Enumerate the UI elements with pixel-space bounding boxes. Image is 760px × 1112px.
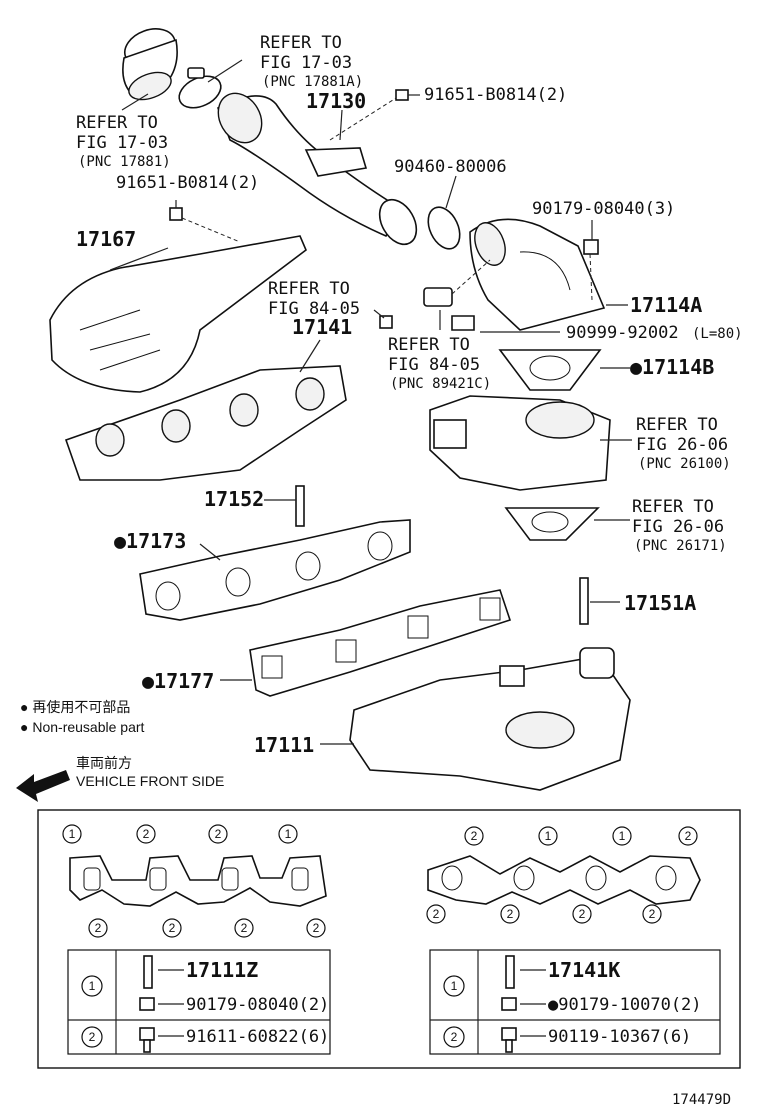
table-part-91611-60822: 91611-60822(6) xyxy=(186,1027,329,1047)
callout-number: 2 xyxy=(471,829,478,843)
table-part-17111z: 17111Z xyxy=(186,958,258,982)
part-label-17177: ●17177 xyxy=(142,669,214,693)
bolt-91651-top xyxy=(395,89,420,101)
gasket-17114b xyxy=(498,349,602,391)
part-label-90460: 90460-80006 xyxy=(394,157,507,177)
part-label-17141: 17141 xyxy=(292,315,352,339)
refer-fig-84-05-b-line3: (PNC 89421C) xyxy=(390,376,491,392)
callout-number: 2 xyxy=(507,907,514,921)
refer-fig-26-06-b-line1: REFER TO xyxy=(632,497,714,517)
throttle-body-26100 xyxy=(429,395,611,491)
refer-fig-84-05-a-line2: FIG 84-05 xyxy=(268,299,360,319)
table-row-number: 2 xyxy=(451,1030,458,1044)
callout-number: 2 xyxy=(143,827,150,841)
exhaust-gasket-17173 xyxy=(139,519,411,621)
vehicle-front-english: VEHICLE FRONT SIDE xyxy=(76,773,224,789)
refer-fig-84-05-b-line1: REFER TO xyxy=(388,335,470,355)
refer-fig-17-03-top-line3: (PNC 17881A) xyxy=(262,74,363,90)
table-part-90179-10070: ●90179-10070(2) xyxy=(548,995,702,1015)
part-label-17114a: 17114A xyxy=(630,293,702,317)
vehicle-front-japanese: 車両前方 xyxy=(76,755,132,771)
left-fastener-table: 1 2 17111Z 90179-08040(2) 91611-60822(6) xyxy=(67,949,331,1055)
table-part-90179-08040: 90179-08040(2) xyxy=(186,995,329,1015)
part-label-17173: ●17173 xyxy=(114,529,186,553)
left-callouts-bottom: 2 2 2 2 xyxy=(88,918,326,938)
table-row-number: 1 xyxy=(451,979,458,993)
callout-number: 2 xyxy=(649,907,656,921)
nut-90179-08040 xyxy=(583,239,599,255)
right-fastener-table: 1 2 17141K ●90179-10070(2) 90119-10367(6… xyxy=(429,949,721,1055)
right-callouts-bottom: 2 2 2 2 xyxy=(426,904,662,924)
part-label-17111: 17111 xyxy=(254,733,314,757)
hose-clamp-90460 xyxy=(427,206,461,250)
left-gasket-outline xyxy=(69,855,327,907)
table-row-number: 1 xyxy=(89,979,96,993)
part-label-90999-note: (L=80) xyxy=(692,326,743,342)
air-hose-17881 xyxy=(122,28,178,101)
part-label-17114b: ●17114B xyxy=(630,355,714,379)
intake-pipe-17130 xyxy=(217,92,418,246)
exhaust-manifold-17141 xyxy=(64,365,347,481)
refer-fig-26-06-b-line3: (PNC 26171) xyxy=(634,538,727,554)
vehicle-front-arrow-icon xyxy=(16,770,70,802)
refer-fig-17-03-top-line2: FIG 17-03 xyxy=(260,53,352,73)
legend-english: ● Non-reusable part xyxy=(20,719,145,735)
intake-elbow-17114a xyxy=(469,218,606,331)
bolt-table-panel xyxy=(37,809,741,1069)
refer-fig-84-05-b-line2: FIG 84-05 xyxy=(388,355,480,375)
callout-number: 2 xyxy=(433,907,440,921)
hose-clamp-17881a xyxy=(178,67,222,109)
refer-fig-17-03-left-line1: REFER TO xyxy=(76,113,158,133)
heat-insulator-17167 xyxy=(49,235,307,393)
table-part-90119-10367: 90119-10367(6) xyxy=(548,1027,691,1047)
right-callouts-top: 2 1 1 2 xyxy=(464,826,698,846)
sensor-89421c xyxy=(423,287,475,331)
intake-gasket-17177 xyxy=(249,589,512,697)
refer-fig-26-06-a-line2: FIG 26-06 xyxy=(636,435,728,455)
callout-number: 1 xyxy=(69,827,76,841)
refer-fig-17-03-top-line1: REFER TO xyxy=(260,33,342,53)
left-callouts-top: 1 2 2 1 xyxy=(62,824,298,844)
part-label-17130: 17130 xyxy=(306,89,366,113)
refer-fig-17-03-left-line3: (PNC 17881) xyxy=(78,154,171,170)
callout-number: 2 xyxy=(215,827,222,841)
refer-fig-26-06-a-line1: REFER TO xyxy=(636,415,718,435)
part-label-17151a: 17151A xyxy=(624,591,696,615)
callout-number: 2 xyxy=(313,921,320,935)
callout-number: 2 xyxy=(95,921,102,935)
callout-number: 2 xyxy=(241,921,248,935)
part-label-91651-top: 91651-B0814(2) xyxy=(424,85,567,105)
callout-number: 1 xyxy=(545,829,552,843)
callout-number: 2 xyxy=(579,907,586,921)
stud-17152 xyxy=(295,485,305,527)
legend-japanese: ● 再使用不可部品 xyxy=(20,699,130,715)
part-label-90999: 90999-92002 xyxy=(566,323,679,343)
refer-fig-26-06-a-line3: (PNC 26100) xyxy=(638,456,731,472)
part-label-90179-3: 90179-08040(3) xyxy=(532,199,675,219)
refer-fig-17-03-left-line2: FIG 17-03 xyxy=(76,133,168,153)
callout-number: 1 xyxy=(619,829,626,843)
part-label-91651-left: 91651-B0814(2) xyxy=(116,173,259,193)
callout-number: 2 xyxy=(685,829,692,843)
right-gasket-outline xyxy=(427,855,701,905)
table-part-17141k: 17141K xyxy=(548,958,620,982)
refer-fig-84-05-a-line1: REFER TO xyxy=(268,279,350,299)
callout-number: 2 xyxy=(169,921,176,935)
stud-17151a xyxy=(579,577,589,625)
part-label-17152: 17152 xyxy=(204,487,264,511)
table-row-number: 2 xyxy=(89,1030,96,1044)
gasket-26171 xyxy=(504,507,600,541)
intake-manifold-17111 xyxy=(349,647,631,791)
bolt-91651-left xyxy=(169,200,183,221)
figure-id: 174479D xyxy=(672,1092,731,1108)
refer-fig-26-06-b-line2: FIG 26-06 xyxy=(632,517,724,537)
callout-number: 1 xyxy=(285,827,292,841)
part-label-17167: 17167 xyxy=(76,227,136,251)
bolt-fig-84-05 xyxy=(379,315,393,329)
